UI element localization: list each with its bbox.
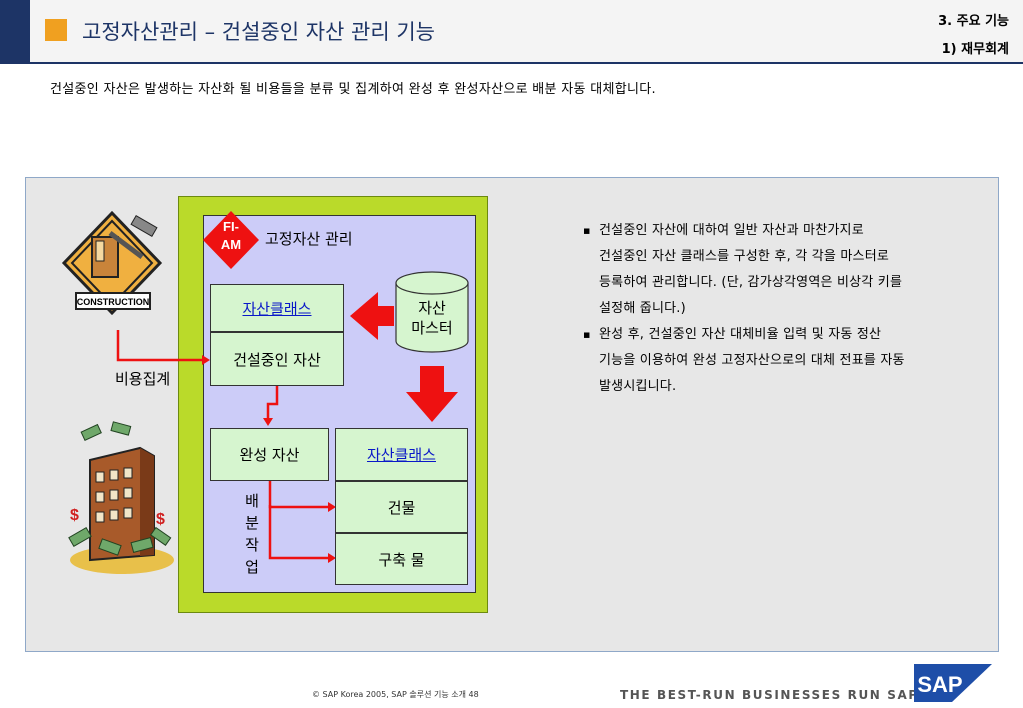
- distribution-line-structure: [268, 505, 330, 560]
- sap-logo: SAP: [914, 664, 992, 702]
- cip-asset-box: 건설중인 자산: [210, 332, 344, 386]
- header-navy-block: [0, 0, 30, 62]
- page-title: 고정자산관리 – 건설중인 자산 관리 기능: [82, 20, 435, 44]
- asset-master-cylinder: 자산 마스터: [395, 271, 469, 353]
- money-building-icon: $ $: [68, 421, 174, 574]
- cost-collection-line: [116, 330, 206, 362]
- distribution-char-3: 작: [245, 536, 259, 554]
- fiam-badge-line1: FI-: [223, 219, 239, 234]
- svg-text:$: $: [70, 507, 79, 524]
- footer-copyright: © SAP Korea 2005, SAP 솔루션 기능 소개 48: [312, 690, 479, 699]
- bullet-item: 완성 후, 건설중인 자산 대체비율 입력 및 자동 정산 기능을 이용하여 완…: [583, 322, 993, 400]
- asset-master-line1: 자산: [418, 299, 446, 317]
- fiam-badge-line2: AM: [221, 237, 241, 252]
- asset-class-left-link[interactable]: 자산클래스: [242, 299, 312, 318]
- bullet-item: 건설중인 자산에 대하여 일반 자산과 마찬가지로 건설중인 자산 클래스를 구…: [583, 218, 993, 322]
- bullet-1-line-2: 건설중인 자산 클래스를 구성한 후, 각 각을 마스터로: [599, 249, 890, 264]
- subsection-label: 1) 재무회계: [941, 42, 1009, 57]
- completed-asset-box: 완성 자산: [210, 428, 329, 481]
- distribution-char-2: 분: [245, 514, 259, 532]
- cost-collection-label: 비용집계: [115, 370, 171, 388]
- distribution-label: 배 분 작 업: [243, 490, 261, 578]
- cip-to-completed-line: [266, 386, 279, 420]
- bullet-2-line-3: 발생시킵니다.: [599, 379, 677, 394]
- sap-logo-text: SAP: [917, 672, 962, 697]
- construction-sign-icon: CONSTRUCTION: [61, 210, 163, 316]
- bullet-2-line-1: 완성 후, 건설중인 자산 대체비율 입력 및 자동 정산: [599, 327, 882, 342]
- bullet-1-line-3: 등록하여 관리합니다. (단, 감가상각영역은 비상각 키를: [599, 275, 903, 290]
- bullet-2-line-2: 기능을 이용하여 완성 고정자산으로의 대체 전표를 자동: [599, 353, 905, 368]
- distribution-char-4: 업: [245, 558, 259, 576]
- asset-class-left-box: 자산클래스: [210, 284, 344, 332]
- asset-master-line2: 마스터: [411, 319, 452, 337]
- intro-text: 건설중인 자산은 발생하는 자산화 될 비용들을 분류 및 집계하여 완성 후 …: [50, 82, 656, 97]
- bullet-1-line-1: 건설중인 자산에 대하여 일반 자산과 마찬가지로: [599, 223, 864, 238]
- header-divider: [0, 62, 1023, 64]
- asset-class-right-link[interactable]: 자산클래스: [366, 446, 436, 464]
- section-label: 3. 주요 기능: [938, 14, 1009, 29]
- description-bullets: 건설중인 자산에 대하여 일반 자산과 마찬가지로 건설중인 자산 클래스를 구…: [583, 218, 993, 400]
- header-orange-square: [45, 19, 67, 41]
- distribution-line-building: [268, 480, 330, 509]
- distribution-char-1: 배: [245, 492, 259, 510]
- bullet-1-line-4: 설정해 줍니다.): [599, 301, 686, 316]
- arrow-down-to-class: [406, 366, 458, 422]
- structure-box: 구축 물: [335, 533, 468, 585]
- construction-sign-text: CONSTRUCTION: [77, 297, 150, 307]
- footer-slogan: THE BEST-RUN BUSINESSES RUN SAP: [620, 688, 919, 702]
- fiam-badge: FI- AM: [203, 211, 259, 269]
- building-box: 건물: [335, 481, 468, 533]
- header-bar: [0, 0, 1023, 62]
- svg-text:$: $: [156, 511, 165, 528]
- fixed-asset-title: 고정자산 관리: [265, 230, 353, 248]
- arrow-master-to-class: [350, 292, 394, 340]
- asset-class-right-box: 자산클래스: [335, 428, 468, 481]
